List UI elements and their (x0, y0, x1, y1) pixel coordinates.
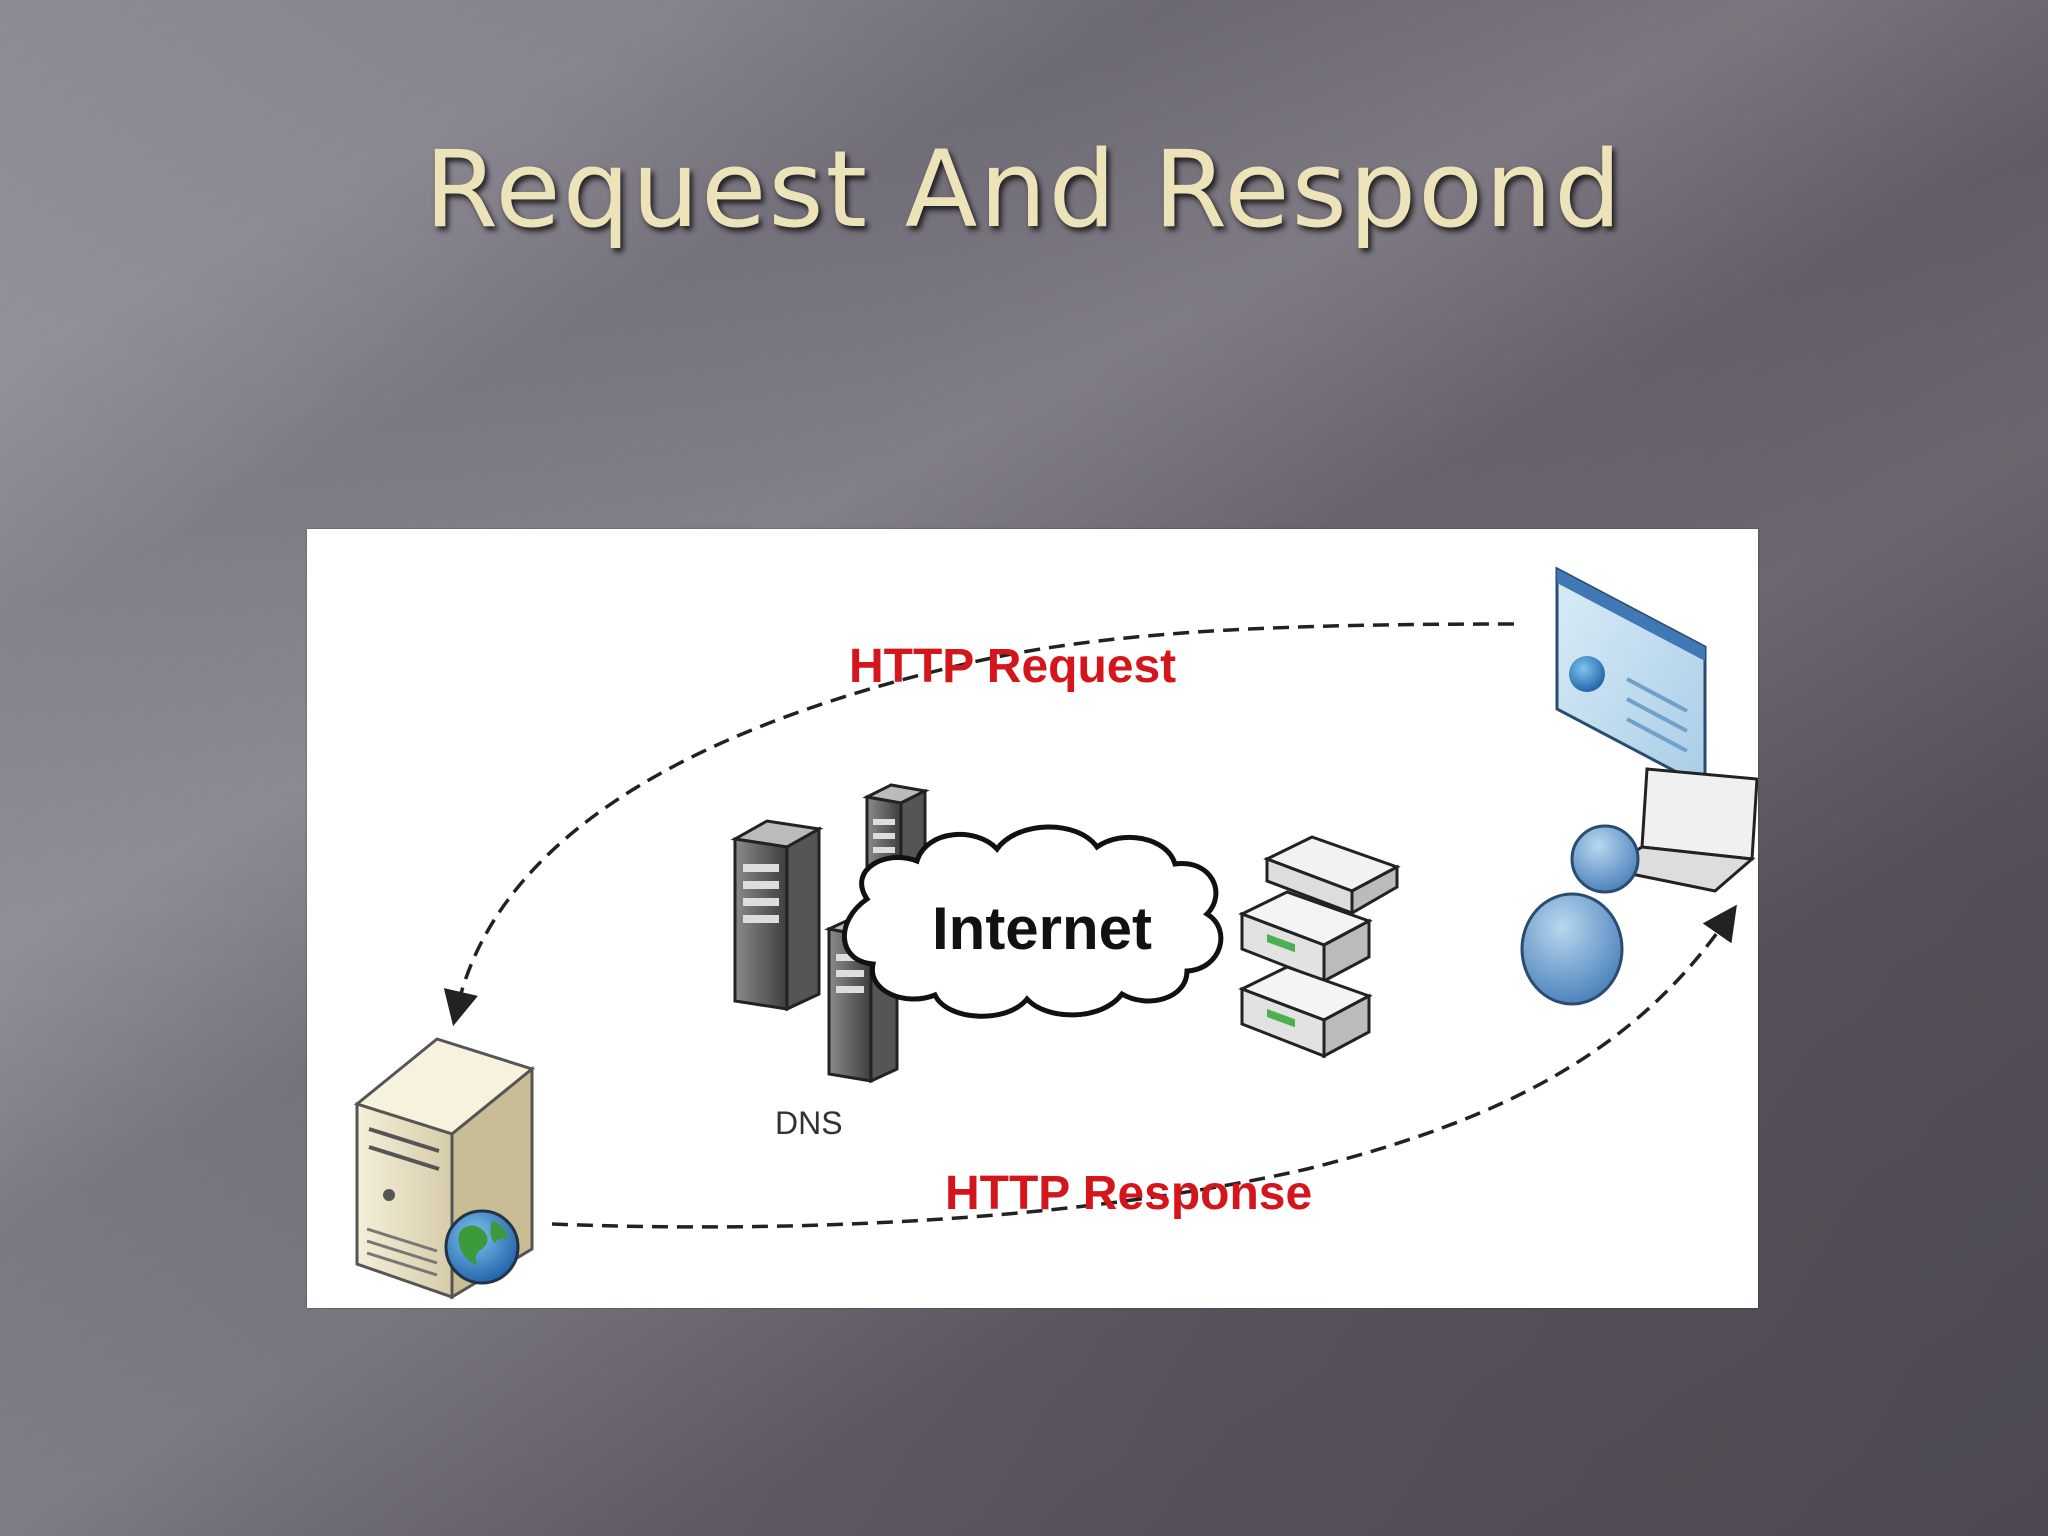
user-icon (1520, 824, 1640, 1006)
slide-title: Request And Respond (424, 128, 1624, 251)
browser-window-icon (1555, 566, 1707, 790)
request-response-diagram: HTTP Request HTTP Response (307, 529, 1758, 1308)
router-icon (1238, 835, 1401, 1059)
internet-label: Internet (932, 895, 1152, 962)
http-request-label: HTTP Request (849, 640, 1176, 693)
request-arrow (443, 622, 1515, 1027)
internet-cloud-icon (841, 824, 1224, 1019)
globe-icon (444, 1209, 520, 1285)
dns-label: DNS (775, 1105, 843, 1141)
laptop-icon (1603, 767, 1758, 893)
response-arrow (551, 904, 1737, 1229)
http-response-label: HTTP Response (945, 1167, 1312, 1220)
